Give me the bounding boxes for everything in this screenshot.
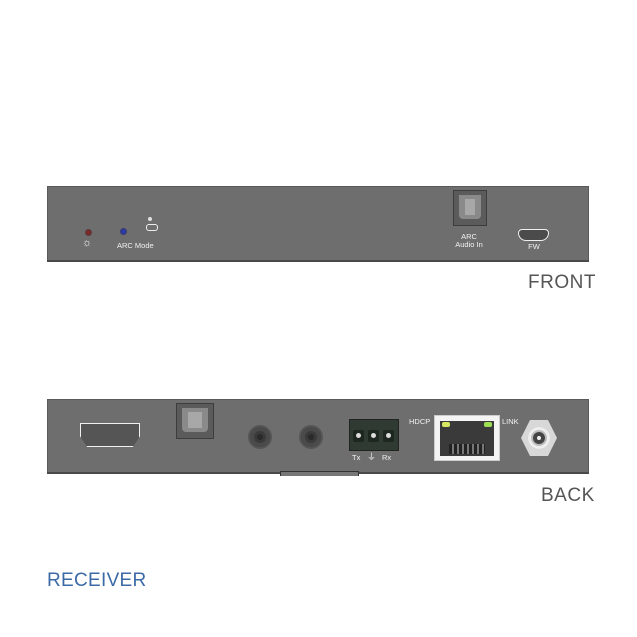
front-view-label: FRONT [528, 272, 596, 293]
panel-tab [280, 471, 359, 476]
fw-label: FW [528, 242, 540, 251]
link-led [484, 422, 492, 427]
hdbaset-rj45-port[interactable] [434, 415, 500, 461]
arc-mode-led [121, 229, 126, 234]
arc-audio-in-label-2: Audio In [455, 240, 483, 249]
terminal-tx-label: Tx [352, 453, 361, 462]
hdcp-led [442, 422, 450, 427]
front-panel: ☼ ARC Mode ARC Audio In FW [47, 186, 589, 262]
arc-mode-button-icon[interactable] [146, 224, 158, 231]
hdmi-port[interactable] [80, 423, 140, 447]
audio-jack-2[interactable] [301, 427, 321, 447]
back-panel: Tx ⏚ Rx HDCP LINK [47, 399, 589, 474]
fw-usb-port[interactable] [518, 229, 549, 241]
arc-mode-label: ARC Mode [117, 241, 154, 250]
optical-audio-port[interactable] [176, 403, 214, 439]
arc-optical-audio-in-port[interactable] [453, 190, 487, 226]
page-title: RECEIVER [47, 570, 147, 591]
hdcp-label: HDCP [409, 417, 431, 426]
power-led [86, 230, 91, 235]
audio-jack-1[interactable] [250, 427, 270, 447]
ground-icon: ⏚ [367, 452, 377, 462]
rs232-terminal-block[interactable] [349, 419, 399, 451]
back-view-label: BACK [541, 485, 595, 506]
arc-mode-indicator-dot [148, 217, 152, 221]
link-label: LINK [502, 417, 519, 426]
power-dc-connector[interactable] [521, 420, 557, 456]
sun-icon: ☼ [82, 237, 93, 249]
arc-audio-in-label-1: ARC [461, 232, 477, 241]
terminal-rx-label: Rx [382, 453, 392, 462]
